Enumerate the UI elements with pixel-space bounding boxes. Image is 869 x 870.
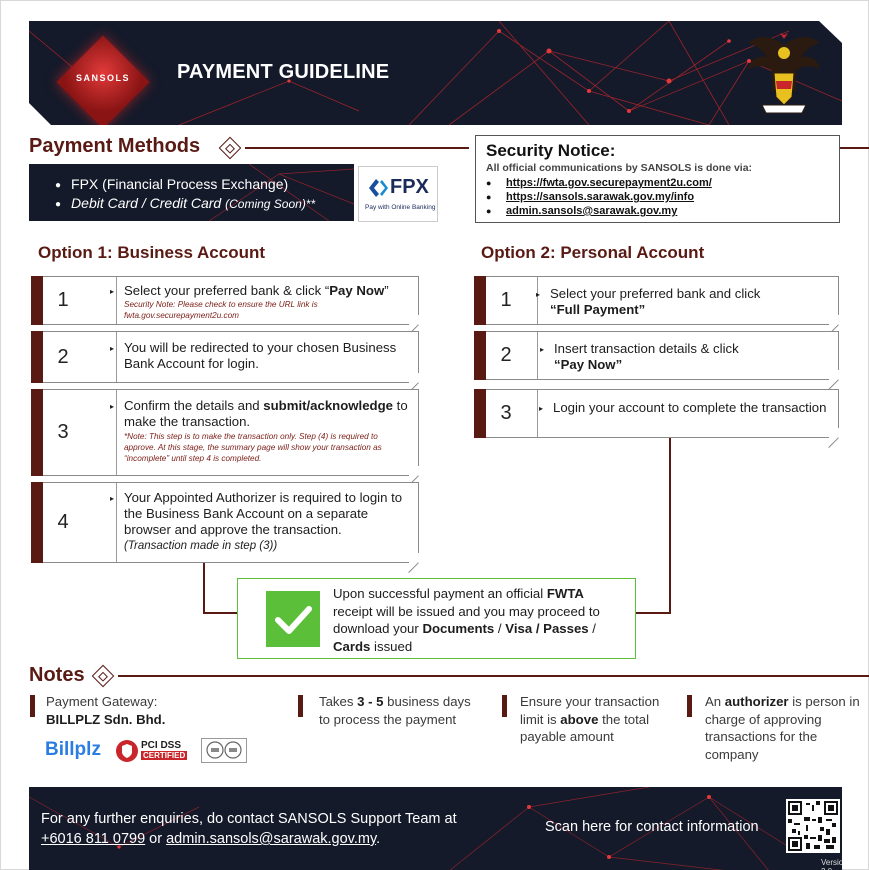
note-transaction-limit: Ensure your transaction limit is above t… xyxy=(502,693,660,746)
security-link-portal[interactable]: https://fwta.gov.securepayment2u.com/ xyxy=(486,176,839,190)
security-links: https://fwta.gov.securepayment2u.com/ ht… xyxy=(486,176,839,218)
fpx-logo-text: FPX xyxy=(390,176,429,198)
arrow-icon: ▸ xyxy=(540,345,545,354)
security-note: Security Note: Please check to ensure th… xyxy=(124,300,318,320)
connector-line xyxy=(203,612,239,614)
fpx-mark-icon xyxy=(369,179,388,197)
divider-line xyxy=(118,675,869,677)
notes-title: Notes xyxy=(29,664,85,686)
security-title: Security Notice: xyxy=(486,141,616,160)
arrow-icon: ▸ xyxy=(536,290,541,299)
security-link-info[interactable]: https://sansols.sarawak.gov.my/info xyxy=(486,190,839,204)
arrow-icon: ▸ xyxy=(110,344,115,353)
network-pattern xyxy=(29,787,790,870)
qr-code-icon[interactable] xyxy=(786,799,840,853)
divider-line xyxy=(245,147,469,149)
diamond-icon xyxy=(218,136,242,160)
checkmark-icon xyxy=(266,591,320,647)
option2-title: Option 2: Personal Account xyxy=(481,243,705,262)
pci-dss-logo: PCI DSS CERTIFIED xyxy=(115,739,194,763)
arrow-icon: ▸ xyxy=(110,494,115,503)
version-label: Version 2.0 xyxy=(821,858,842,870)
step-number: 2 xyxy=(57,345,69,368)
step-number: 1 xyxy=(500,289,512,311)
list-item: Debit Card / Credit Card (Coming Soon)** xyxy=(55,195,315,211)
option1-step-2: 2 ▸ You will be redirected to your chose… xyxy=(31,331,419,383)
option1-step-3: 3 ▸ Confirm the details and submit/ackno… xyxy=(31,389,419,476)
arrow-icon: ▸ xyxy=(539,404,544,413)
scan-text: Scan here for contact information xyxy=(545,819,759,835)
step-number: 1 xyxy=(57,289,69,311)
support-phone-link[interactable]: +6016 811 0799 xyxy=(41,831,146,847)
step-number: 3 xyxy=(500,402,512,424)
note-processing-time: Takes 3 - 5 business days to process the… xyxy=(298,693,479,728)
connector-line xyxy=(203,561,205,613)
fpx-logo: FPX Pay with Online Banking xyxy=(358,166,438,222)
pci-shield-icon xyxy=(116,740,138,762)
step-number: 3 xyxy=(57,421,69,443)
diamond-icon xyxy=(91,664,115,688)
page-title: PAYMENT GUIDELINE xyxy=(177,61,390,83)
support-email-link[interactable]: admin.sansols@sarawak.gov.my xyxy=(166,831,377,847)
arrow-icon: ▸ xyxy=(110,402,115,411)
fpx-tagline: Pay with Online Banking xyxy=(365,204,436,211)
sarawak-crest-icon xyxy=(748,33,820,114)
sansols-logo-text: SANSOLS xyxy=(75,73,130,83)
step-note: *Note: This step is to make the transact… xyxy=(124,432,382,463)
connector-line xyxy=(634,612,671,614)
payment-methods-title: Payment Methods xyxy=(29,135,201,157)
security-notice: Security Notice: All official communicat… xyxy=(475,135,840,223)
option2-step-2: 2 ▸ Insert transaction details & click “… xyxy=(474,331,839,380)
option2-step-3: 3 ▸ Login your account to complete the t… xyxy=(474,389,839,438)
divider-line xyxy=(840,147,869,149)
option1-step-1: 1 ▸ Select your preferred bank & click “… xyxy=(31,276,419,325)
option2-step-1: 1 ▸ Select your preferred bank and click… xyxy=(474,276,839,325)
certification-badge-icon xyxy=(201,738,247,763)
step-sub: (Transaction made in step (3)) xyxy=(124,540,278,552)
arrow-icon: ▸ xyxy=(110,287,115,296)
success-text: Upon successful payment an official FWTA… xyxy=(333,586,600,654)
payment-methods-box: FPX (Financial Process Exchange) Debit C… xyxy=(29,164,354,221)
note-gateway: Payment Gateway: BILLPLZ Sdn. Bhd. xyxy=(30,693,246,728)
footer-enquiry-text: For any further enquiries, do contact SA… xyxy=(41,811,457,847)
option1-step-4: 4 ▸ Your Appointed Authorizer is require… xyxy=(31,482,419,563)
payment-methods-list: FPX (Financial Process Exchange) Debit C… xyxy=(55,176,315,214)
network-pattern xyxy=(29,21,842,125)
security-link-email[interactable]: admin.sansols@sarawak.gov.my xyxy=(486,204,839,218)
success-box: Upon successful payment an official FWTA… xyxy=(237,578,636,659)
header-banner: SANSOLS PAYMENT GUIDELINE xyxy=(29,21,842,125)
step-number: 2 xyxy=(500,344,512,366)
step-number: 4 xyxy=(57,511,69,533)
footer-banner: For any further enquiries, do contact SA… xyxy=(29,787,842,870)
billplz-logo: Billplz xyxy=(45,739,101,760)
option1-title: Option 1: Business Account xyxy=(38,243,266,262)
list-item: FPX (Financial Process Exchange) xyxy=(55,176,315,192)
note-authorizer: An authorizer is person in charge of app… xyxy=(687,693,860,763)
connector-line xyxy=(669,438,671,614)
security-subtitle: All official communications by SANSOLS i… xyxy=(486,162,753,174)
